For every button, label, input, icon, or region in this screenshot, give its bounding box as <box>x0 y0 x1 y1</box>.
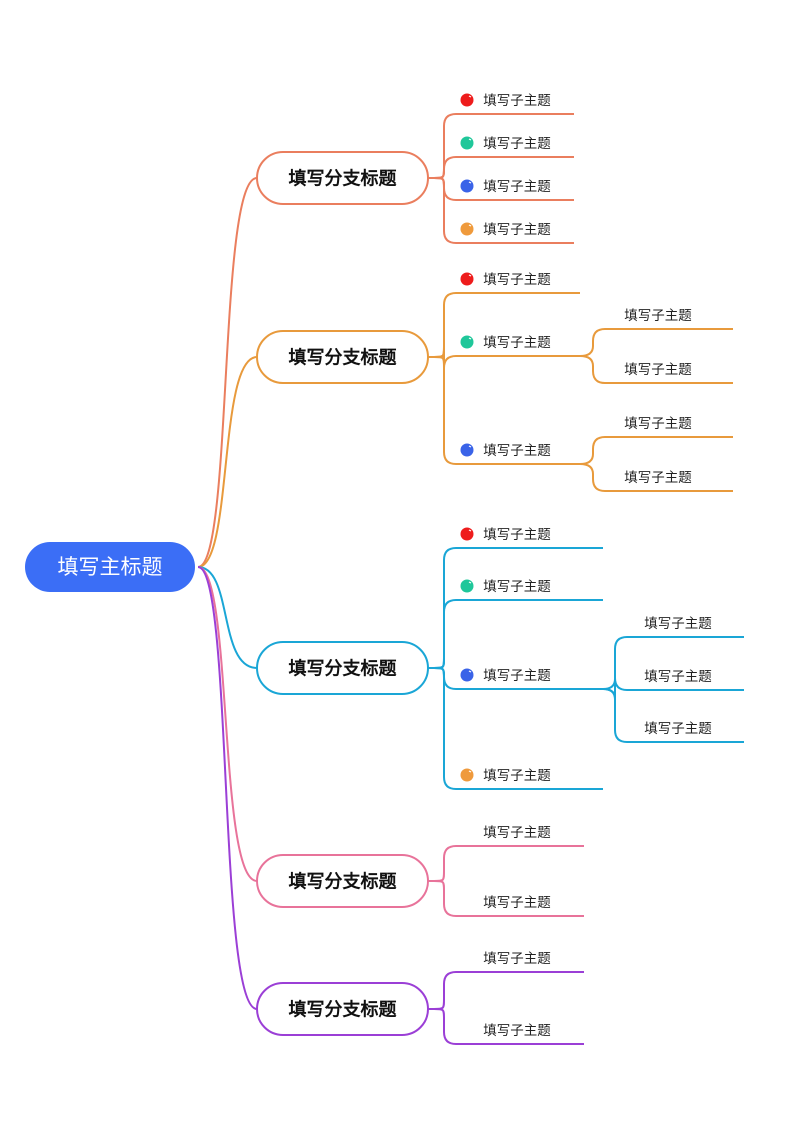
subtopic-connector <box>602 688 744 743</box>
marker-glint <box>468 274 472 277</box>
branch-connector <box>197 356 258 568</box>
leaf-connector <box>433 1008 584 1045</box>
priority-marker-icon <box>460 272 474 286</box>
priority-marker-icon <box>460 93 474 107</box>
marker-dot <box>460 527 474 541</box>
branch-node <box>256 854 429 908</box>
branch-title: 填写分支标题 <box>289 347 398 369</box>
leaf-topic: 填写子主题 <box>483 272 551 288</box>
marker-glint <box>468 138 472 141</box>
subtopic-connector <box>579 463 733 492</box>
subtopic: 填写子主题 <box>644 616 712 632</box>
leaf-topic: 填写子主题 <box>483 768 551 784</box>
priority-marker-icon <box>460 222 474 236</box>
priority-marker-icon <box>460 768 474 782</box>
subtopic-connector <box>602 636 744 690</box>
leaf-topic: 填写子主题 <box>483 1023 551 1039</box>
branch-connector <box>197 177 258 568</box>
leaf-connector <box>433 667 603 790</box>
priority-marker-icon <box>460 136 474 150</box>
priority-marker-icon <box>460 443 474 457</box>
subtopic: 填写子主题 <box>624 416 692 432</box>
branch-title: 填写分支标题 <box>289 168 398 190</box>
root-node <box>25 542 195 592</box>
marker-dot <box>460 768 474 782</box>
subtopic: 填写子主题 <box>624 362 692 378</box>
marker-glint <box>468 529 472 532</box>
marker-dot <box>460 272 474 286</box>
leaf-topic: 填写子主题 <box>483 895 551 911</box>
branch-node <box>256 151 429 205</box>
priority-marker-icon <box>460 668 474 682</box>
subtopic: 填写子主题 <box>644 721 712 737</box>
mind-map-nodes: 填写主标题填写分支标题填写子主题填写子主题填写子主题填写子主题填写分支标题填写子… <box>25 93 712 1039</box>
priority-marker-icon <box>460 579 474 593</box>
marker-dot <box>460 443 474 457</box>
leaf-connector <box>433 177 574 244</box>
marker-glint <box>468 181 472 184</box>
subtopic: 填写子主题 <box>644 669 712 685</box>
subtopic: 填写子主题 <box>624 470 692 486</box>
branch-node <box>256 641 429 695</box>
branch-connector <box>197 566 258 669</box>
marker-glint <box>468 581 472 584</box>
subtopic-connector <box>579 328 733 357</box>
leaf-topic: 填写子主题 <box>483 335 551 351</box>
leaf-topic: 填写子主题 <box>483 179 551 195</box>
branch-node <box>256 982 429 1036</box>
marker-glint <box>468 224 472 227</box>
marker-glint <box>468 95 472 98</box>
leaf-connector <box>433 599 603 669</box>
priority-marker-icon <box>460 335 474 349</box>
leaf-topic: 填写子主题 <box>483 825 551 841</box>
marker-dot <box>460 668 474 682</box>
subtopic-connector <box>579 355 733 384</box>
leaf-topic: 填写子主题 <box>483 579 551 595</box>
marker-glint <box>468 445 472 448</box>
connector-lines <box>197 113 744 1045</box>
root-title: 填写主标题 <box>58 555 163 579</box>
marker-glint <box>468 337 472 340</box>
marker-dot <box>460 579 474 593</box>
leaf-topic: 填写子主题 <box>483 136 551 152</box>
branch-title: 填写分支标题 <box>289 871 398 893</box>
marker-dot <box>460 179 474 193</box>
branch-title: 填写分支标题 <box>289 999 398 1021</box>
priority-marker-icon <box>460 527 474 541</box>
marker-dot <box>460 136 474 150</box>
leaf-topic: 填写子主题 <box>483 222 551 238</box>
branch-connector <box>197 566 258 1010</box>
priority-marker-icon <box>460 179 474 193</box>
marker-dot <box>460 335 474 349</box>
leaf-connector <box>433 971 584 1010</box>
leaf-connector <box>433 356 580 465</box>
leaf-connector <box>433 547 603 669</box>
subtopic-connector <box>579 436 733 465</box>
marker-glint <box>468 770 472 773</box>
leaf-connector <box>433 156 574 179</box>
leaf-topic: 填写子主题 <box>483 443 551 459</box>
subtopic: 填写子主题 <box>624 308 692 324</box>
leaf-topic: 填写子主题 <box>483 668 551 684</box>
marker-glint <box>468 670 472 673</box>
leaf-connector <box>433 845 584 882</box>
leaf-topic: 填写子主题 <box>483 527 551 543</box>
leaf-topic: 填写子主题 <box>483 951 551 967</box>
leaf-connector <box>433 880 584 917</box>
branch-connector <box>197 566 258 882</box>
marker-dot <box>460 222 474 236</box>
branch-node <box>256 330 429 384</box>
leaf-topic: 填写子主题 <box>483 93 551 109</box>
branch-title: 填写分支标题 <box>289 658 398 680</box>
marker-dot <box>460 93 474 107</box>
